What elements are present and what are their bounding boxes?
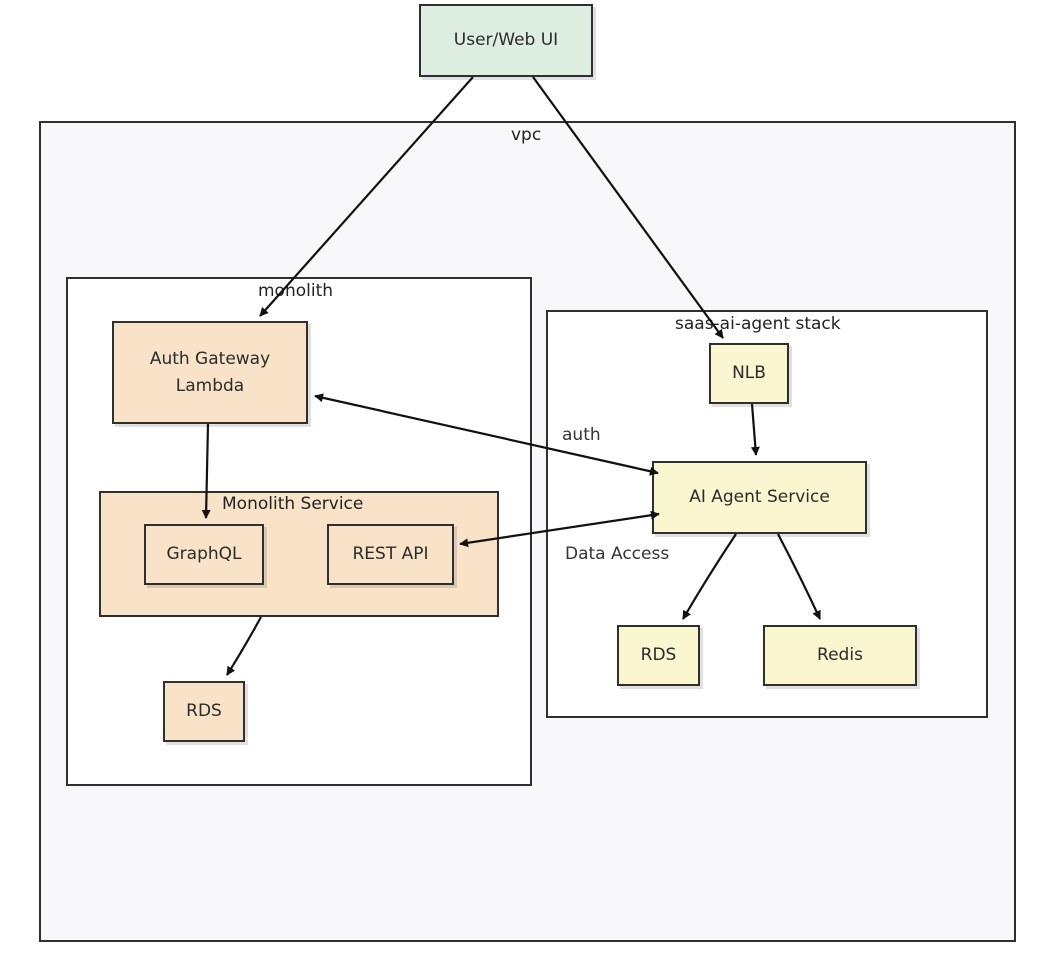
edge-user-to-nlb <box>532 76 724 339</box>
user-web-ui-label: User/Web UI <box>453 30 559 50</box>
agent-rds-label: RDS <box>640 645 677 665</box>
graphql-node[interactable]: GraphQL <box>144 524 264 585</box>
ai-agent-service-node[interactable]: AI Agent Service <box>652 461 867 534</box>
edge-auth-to-ai-agent <box>314 393 659 476</box>
rest-api-label: REST API <box>352 544 429 564</box>
ai-agent-service-label: AI Agent Service <box>689 487 830 507</box>
agent-rds-node[interactable]: RDS <box>617 625 700 686</box>
monolith-label: monolith <box>258 281 334 301</box>
auth-gateway-label: Auth Gateway Lambda <box>149 348 271 396</box>
graphql-label: GraphQL <box>166 544 242 564</box>
edge-ai-agent-to-rds <box>682 533 737 620</box>
edge-ai-agent-to-redis <box>777 533 821 620</box>
redis-node[interactable]: Redis <box>763 625 917 686</box>
edge-nlb-to-ai-agent <box>750 403 760 456</box>
monolith-service-label: Monolith Service <box>222 494 364 514</box>
edge-user-to-auth-gateway <box>259 76 474 317</box>
edge-label-data-access: Data Access <box>565 544 670 564</box>
edge-label-auth: auth <box>562 425 601 445</box>
saas-stack-label: saas-ai-agent stack <box>675 314 841 334</box>
auth-gateway-node[interactable]: Auth Gateway Lambda <box>112 321 308 424</box>
user-web-ui-node[interactable]: User/Web UI <box>419 4 593 77</box>
nlb-label: NLB <box>732 363 766 383</box>
edge-monolith-service-to-rds <box>226 616 262 676</box>
monolith-rds-label: RDS <box>186 701 222 721</box>
edge-auth-to-graphql <box>201 423 211 519</box>
monolith-rds-node[interactable]: RDS <box>163 681 245 742</box>
rest-api-node[interactable]: REST API <box>327 524 454 585</box>
nlb-node[interactable]: NLB <box>709 343 789 404</box>
vpc-label: vpc <box>511 125 542 145</box>
redis-label: Redis <box>817 645 863 665</box>
edge-rest-api-to-ai-agent <box>459 510 660 548</box>
